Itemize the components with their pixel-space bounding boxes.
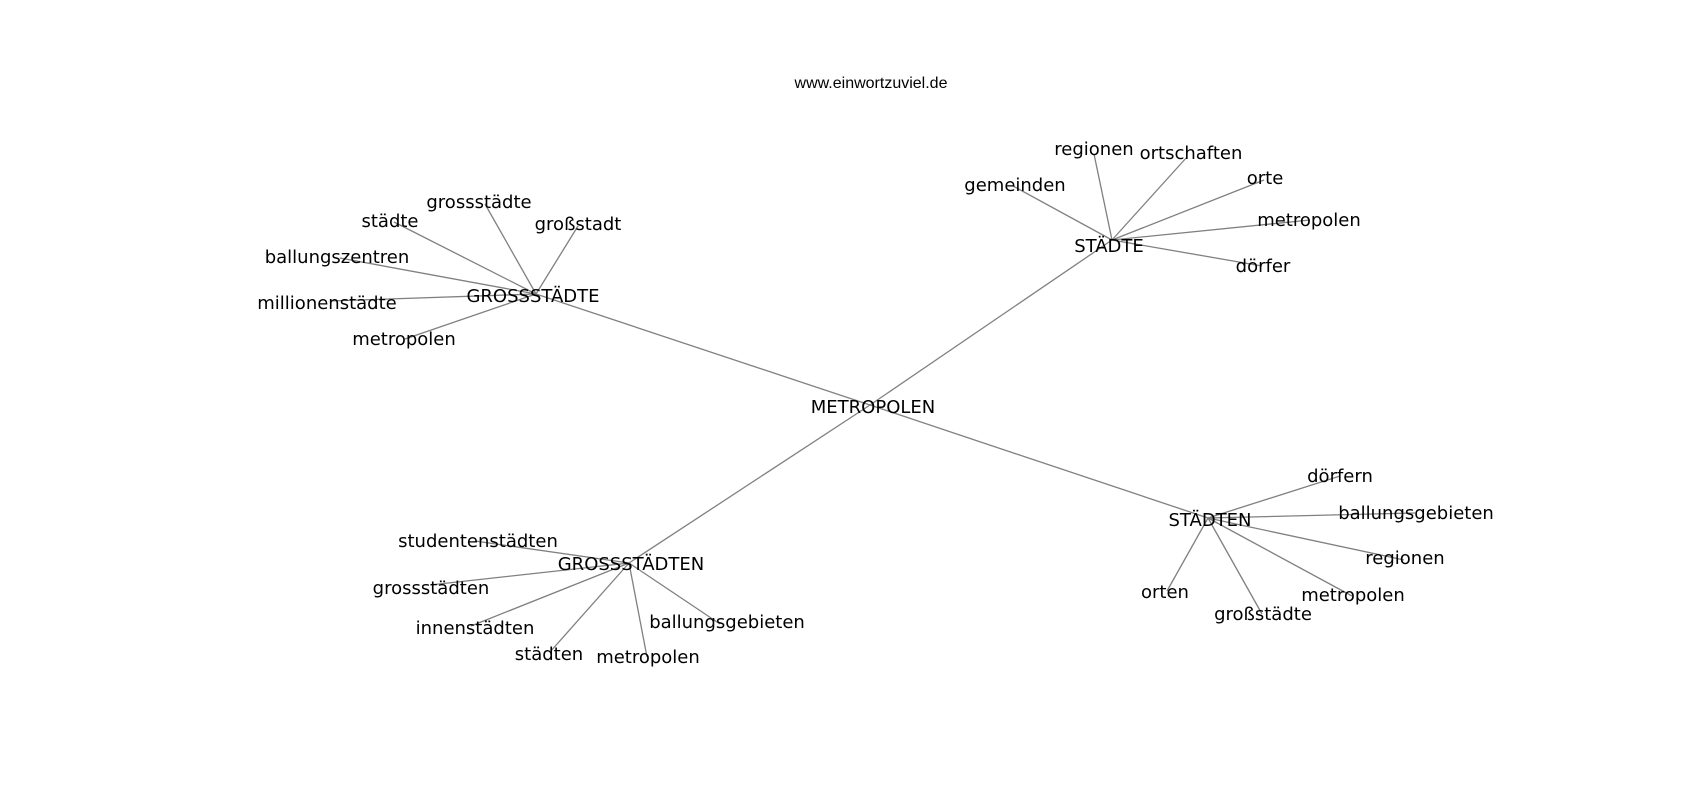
root-node-label: METROPOLEN xyxy=(811,397,935,418)
edge-staedte-to-leaf-5 xyxy=(1111,239,1263,267)
edge-staedte-to-leaf-3 xyxy=(1111,179,1265,241)
leaf-node-label: orten xyxy=(1141,582,1189,603)
edge-grossstaedte-to-leaf-0 xyxy=(484,203,537,295)
edge-root-to-staedten xyxy=(869,404,1209,519)
edge-staedte-to-leaf-2 xyxy=(1012,185,1113,241)
edge-grossstaedte-to-leaf-4 xyxy=(329,293,537,302)
leaf-node-label: regionen xyxy=(1365,548,1444,569)
leaf-node-label: regionen xyxy=(1054,139,1133,160)
hub-node-label-grossstaedte: GROSSSTÄDTE xyxy=(466,286,599,307)
leaf-node-label: großstadt xyxy=(535,214,622,235)
leaf-node-label: dörfern xyxy=(1307,466,1373,487)
leaf-node-label: städten xyxy=(515,644,583,665)
edge-grossstaedten-to-leaf-3 xyxy=(628,562,721,625)
edge-staedte-to-leaf-1 xyxy=(1111,156,1188,241)
edge-root-to-grossstaedten xyxy=(628,404,871,564)
leaf-node-label: ballungszentren xyxy=(265,247,410,268)
leaf-node-label: dörfer xyxy=(1236,256,1291,277)
edge-grossstaedten-to-leaf-4 xyxy=(549,562,630,653)
leaf-node-label: orte xyxy=(1247,168,1284,189)
edge-root-to-staedte xyxy=(869,239,1113,406)
leaf-node-label: städte xyxy=(361,211,418,232)
leaf-node-label: ortschaften xyxy=(1140,143,1243,164)
leaf-node-label: metropolen xyxy=(1301,585,1405,606)
leaf-node-label: millionenstädte xyxy=(257,293,396,314)
edge-grossstaedte-to-leaf-3 xyxy=(339,257,537,295)
edge-root-to-grossstaedte xyxy=(535,293,871,406)
leaf-node-label: gemeinden xyxy=(964,175,1065,196)
edge-grossstaedte-to-leaf-5 xyxy=(404,293,537,340)
site-url: www.einwortzuviel.de xyxy=(794,75,948,92)
edge-grossstaedten-to-leaf-0 xyxy=(474,540,630,564)
leaf-node-label: innenstädten xyxy=(416,618,535,639)
leaf-node-label: grossstädte xyxy=(426,192,531,213)
edge-staedten-to-leaf-1 xyxy=(1207,512,1416,519)
edge-staedten-to-leaf-3 xyxy=(1166,517,1209,592)
edge-grossstaedten-to-leaf-5 xyxy=(628,562,648,658)
edge-grossstaedte-to-leaf-1 xyxy=(535,225,579,295)
edge-staedte-to-leaf-4 xyxy=(1111,219,1311,241)
edge-staedten-to-leaf-5 xyxy=(1207,517,1263,615)
leaf-node-label: ballungsgebieten xyxy=(1338,503,1494,524)
leaf-node-label: metropolen xyxy=(352,329,456,350)
leaf-node-label: metropolen xyxy=(1257,210,1361,231)
edge-grossstaedten-to-leaf-1 xyxy=(429,562,630,586)
leaf-node-label: großstädte xyxy=(1214,604,1312,625)
leaf-node-label: studentenstädten xyxy=(398,531,558,552)
leaf-node-label: metropolen xyxy=(596,647,700,668)
edge-staedten-to-leaf-4 xyxy=(1207,517,1353,597)
hub-node-label-staedten: STÄDTEN xyxy=(1168,510,1251,531)
hub-node-label-staedte: STÄDTE xyxy=(1074,236,1144,257)
leaf-node-label: grossstädten xyxy=(373,578,490,599)
leaf-node-label: ballungsgebieten xyxy=(649,612,805,633)
edge-grossstaedten-to-leaf-2 xyxy=(470,562,630,627)
hub-node-label-grossstaedten: GROSSSTÄDTEN xyxy=(558,554,705,575)
edge-staedte-to-leaf-0 xyxy=(1093,153,1113,241)
edge-staedten-to-leaf-0 xyxy=(1207,475,1341,519)
graph-edges xyxy=(329,153,1416,658)
edge-grossstaedte-to-leaf-2 xyxy=(393,221,537,295)
edge-staedten-to-leaf-2 xyxy=(1207,517,1405,561)
